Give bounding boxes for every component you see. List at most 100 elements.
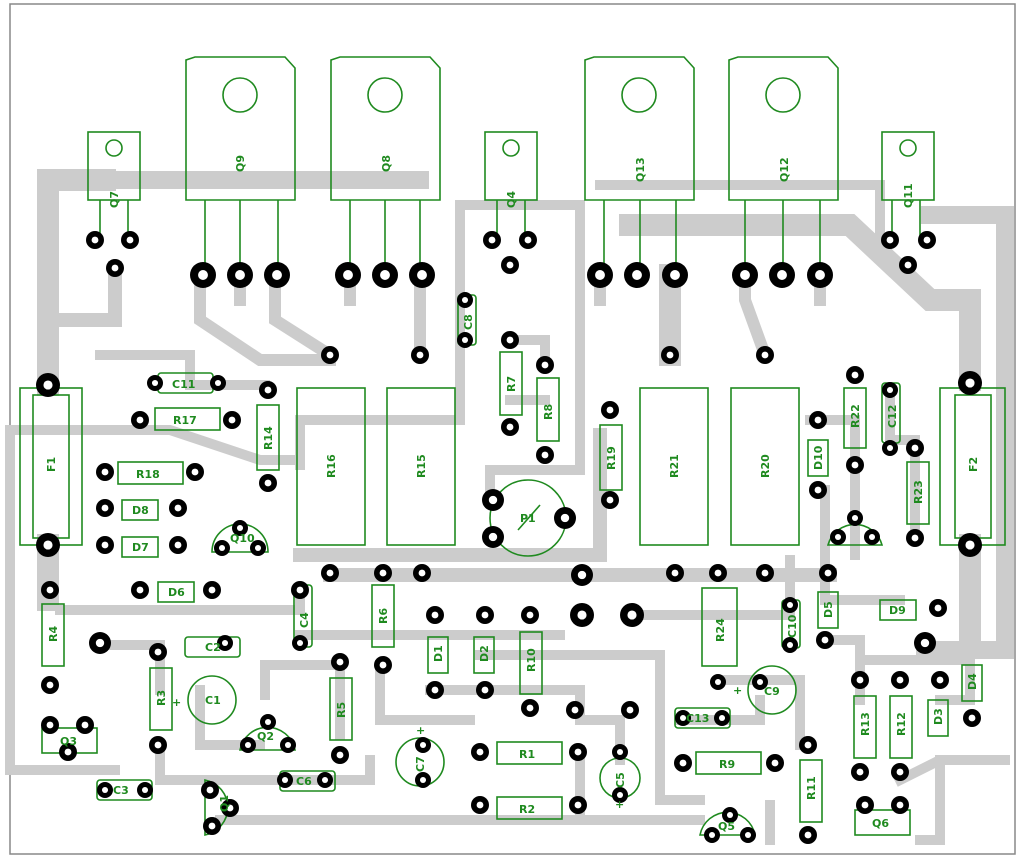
pad-drill-hole [821,636,829,644]
pad-drill-hole [174,504,182,512]
pad-drill-hole [141,786,149,794]
label-q13: Q13 [634,157,647,182]
pad-drill-hole [577,610,587,620]
d2-body [473,636,495,674]
label-r3: R3 [155,690,168,706]
pad-drill-hole [714,678,722,686]
pad-drill-hole [671,569,679,577]
d4-body [961,664,983,702]
r11-body [799,759,823,823]
pad-drill-hole [856,676,864,684]
pad-drill-hole [666,351,674,359]
label-r7: R7 [505,376,518,392]
label-q6: Q6 [872,817,889,830]
pad-drill-hole [911,534,919,542]
q9-mounting-hole [222,77,258,113]
pad-drill-hole [574,801,582,809]
r10-body [519,631,543,695]
c1-body [187,675,237,725]
pad-drill-hole [896,768,904,776]
pad-drill-hole [326,351,334,359]
label-c1: C1 [205,694,221,707]
pad-drill-hole [174,541,182,549]
label-c10: C10 [786,614,799,638]
pad-drill-hole [740,270,750,280]
pad-drill-hole [379,569,387,577]
r15-body [386,387,456,546]
polarity-plus-c7: + [416,724,425,737]
pad-drill-hole [851,514,859,522]
pad-drill-hole [488,495,498,505]
pad-drill-hole [936,676,944,684]
r5-body [329,677,353,741]
label-c5: C5 [614,772,627,788]
r24-body [701,587,738,667]
pad-drill-hole [461,296,469,304]
pad-drill-hole [886,236,894,244]
polarity-plus-c9: + [733,684,742,697]
pad-drill-hole [321,776,329,784]
pad-drill-hole [851,371,859,379]
r16-body [296,387,366,546]
pad-drill-hole [431,686,439,694]
pad-drill-hole [541,451,549,459]
label-q12: Q12 [778,157,791,182]
pad-drill-hole [43,380,53,390]
label-r19: R19 [605,446,618,470]
label-r5: R5 [335,702,348,718]
pad-drill-hole [965,540,975,550]
pad-drill-hole [95,638,105,648]
pad-drill-hole [488,532,498,542]
pad-drill-hole [804,831,812,839]
pad-drill-hole [136,586,144,594]
pad-drill-hole [560,513,570,523]
polarity-plus-c5: + [615,798,624,811]
label-d6: D6 [168,586,185,599]
label-r22: R22 [849,404,862,428]
pad-drill-hole [923,236,931,244]
pad-drill-hole [284,741,292,749]
label-q11: Q11 [902,183,915,208]
pad-drill-hole [461,336,469,344]
silkscreen-outlines [19,56,1006,836]
pad-drill-hole [786,601,794,609]
pad-drill-hole [814,486,822,494]
pad-drill-hole [814,416,822,424]
pad-drill-hole [526,611,534,619]
label-f1: F1 [45,457,58,472]
pad-drill-hole [834,533,842,541]
pad-drill-hole [606,406,614,414]
pad-drill-hole [417,270,427,280]
d3-body [927,699,949,737]
pad-drill-hole [606,496,614,504]
q9-body [185,56,296,201]
pads [36,231,982,844]
pad-drill-hole [679,759,687,767]
pad-drill-hole [718,714,726,722]
pad-drill-hole [506,336,514,344]
pad-drill-hole [824,569,832,577]
pad-drill-hole [380,270,390,280]
r13-body [853,695,877,759]
pad-drill-hole [506,261,514,269]
pad-drill-hole [46,681,54,689]
q11-body [881,131,935,201]
pad-drill-hole [574,748,582,756]
pad-drill-hole [296,586,304,594]
pad-drill-hole [126,236,134,244]
q12-mounting-hole [765,77,801,113]
pad-drill-hole [221,639,229,647]
pad-drill-hole [154,648,162,656]
pad-drill-hole [418,569,426,577]
pad-drill-hole [46,586,54,594]
pad-drill-hole [214,379,222,387]
label-c13: C13 [686,712,709,725]
pad-drill-hole [481,611,489,619]
label-r23: R23 [912,480,925,504]
label-c6: C6 [296,775,312,788]
label-r10: R10 [525,648,538,672]
label-d1: D1 [432,645,445,662]
pad-drill-hole [236,524,244,532]
q8-mounting-hole [367,77,403,113]
r6-body [371,584,395,648]
